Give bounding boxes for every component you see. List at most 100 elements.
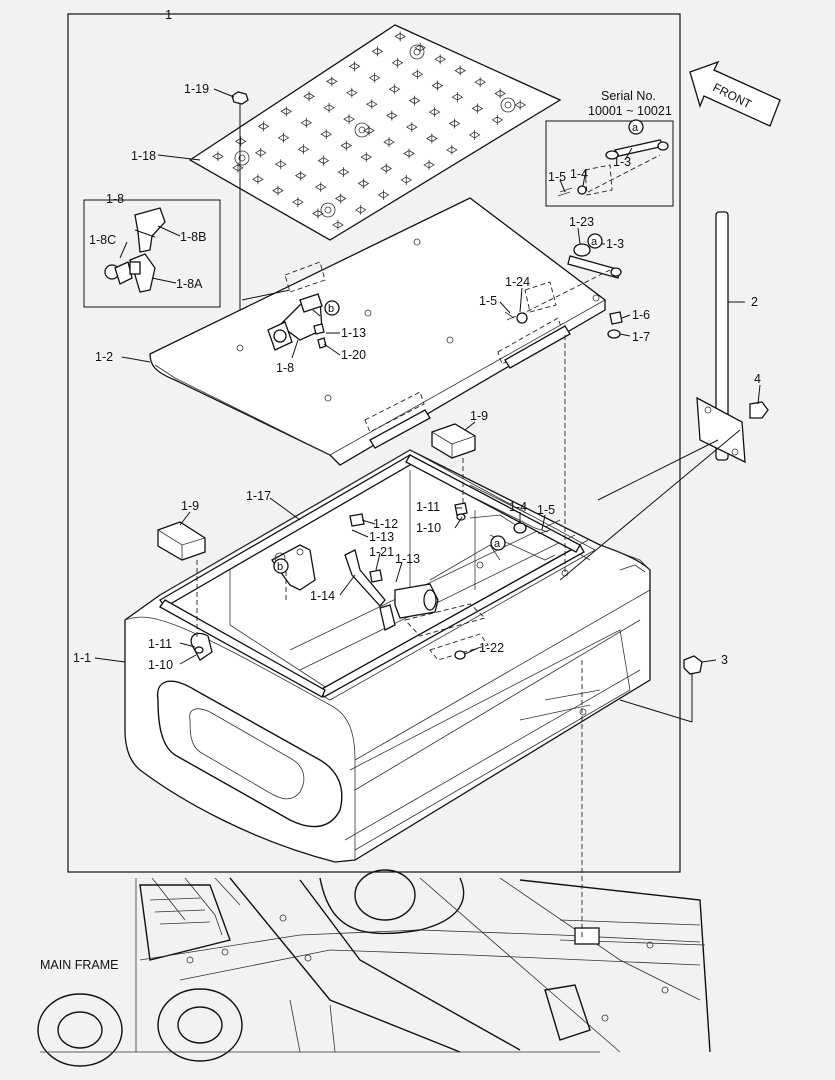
label-1-5-box: 1-5	[537, 503, 555, 517]
mat-slot	[323, 102, 335, 113]
mat-pattern	[212, 31, 526, 230]
mat-slot	[346, 87, 358, 98]
label-1-22: 1-22	[479, 641, 504, 655]
label-serial-line1: Serial No.	[601, 89, 656, 103]
mat-slot	[343, 114, 355, 125]
label-1-7: 1-7	[632, 330, 650, 344]
mat-slot	[451, 92, 464, 103]
mat-slot	[471, 103, 484, 114]
mark-b-box: b	[277, 561, 283, 573]
label-1-9-right: 1-9	[470, 409, 488, 423]
label-1-8-lid: 1-8	[276, 361, 294, 375]
mat-slot	[292, 197, 304, 208]
mat-slot	[272, 185, 284, 196]
label-1-10-rear: 1-10	[416, 521, 441, 535]
mat-slot	[426, 133, 438, 144]
mat-slot	[294, 170, 307, 181]
mat-slot	[312, 208, 324, 219]
label-1-20: 1-20	[341, 348, 366, 362]
serial-detail-inset	[545, 120, 674, 207]
mat-slot	[491, 114, 504, 125]
label-1-2: 1-2	[95, 350, 113, 364]
mat-slot	[468, 129, 481, 140]
mat-slot	[388, 84, 401, 95]
label-1-11-front: 1-11	[148, 637, 172, 651]
mat-slot	[300, 117, 313, 128]
callout-labels: 1 1-19 1-18 1-8 1-8C 1-8B 1-8A 1-13 1-20…	[40, 7, 761, 972]
mat-slot	[357, 178, 370, 189]
mat-slot	[494, 88, 506, 99]
label-1-8C: 1-8C	[89, 233, 116, 247]
mat-slot	[368, 72, 381, 83]
stay-rod	[504, 243, 622, 324]
front-arrow	[689, 60, 781, 127]
label-frame-1: 1	[165, 7, 172, 22]
label-1-19: 1-19	[184, 82, 209, 96]
bolt-1-19	[231, 91, 249, 345]
mat-slot	[332, 219, 344, 230]
mat-slot	[232, 162, 244, 173]
lid-panel	[149, 197, 606, 466]
label-main-frame: MAIN FRAME	[40, 958, 118, 972]
label-1-3-serial: 1-3	[613, 155, 631, 169]
mat-slot	[340, 140, 353, 151]
mat-slot	[377, 189, 390, 200]
label-1-13-lid: 1-13	[341, 326, 366, 340]
label-1-17: 1-17	[246, 489, 271, 503]
label-1-3-lid: 1-3	[606, 237, 624, 251]
mat-slot	[297, 144, 310, 155]
rubber-stop-right	[431, 423, 476, 459]
label-1-5-lid: 1-5	[479, 294, 497, 308]
mat-slot	[411, 69, 424, 80]
mat-slot	[366, 99, 378, 110]
mat-slot	[371, 46, 384, 57]
mat-slot	[383, 137, 395, 148]
leader-lines	[94, 88, 761, 940]
mat-slot	[408, 95, 421, 106]
mat-slot	[326, 76, 338, 87]
label-1-6: 1-6	[632, 308, 650, 322]
mat-slot	[280, 106, 293, 117]
mat-slot	[252, 174, 264, 185]
label-1-14: 1-14	[310, 589, 335, 603]
mat-slot	[254, 147, 267, 158]
mat-slot	[446, 144, 458, 155]
bolt-1-6	[607, 311, 623, 339]
mat-slot	[303, 91, 315, 102]
label-3: 3	[721, 653, 728, 667]
mat-slot	[380, 163, 393, 174]
label-1-12: 1-12	[373, 517, 398, 531]
mat-slot	[320, 129, 333, 140]
rear-hardware	[190, 502, 556, 661]
mark-a-box: a	[494, 538, 501, 550]
bolt-3	[683, 655, 703, 722]
label-1-4-serial: 1-4	[570, 167, 588, 181]
bolt-4	[749, 401, 769, 419]
label-4: 4	[754, 372, 761, 386]
label-1-18: 1-18	[131, 149, 156, 163]
label-1-13-actuator: 1-13	[395, 552, 420, 566]
mat-slot	[391, 57, 404, 68]
mat-slot	[274, 159, 287, 170]
mat-slot	[314, 182, 327, 193]
latch-assembly	[241, 289, 327, 351]
mat-slot	[257, 121, 270, 132]
post-2	[696, 211, 746, 464]
actuator-1-14	[344, 549, 489, 661]
mark-b-lid: b	[328, 303, 334, 315]
label-1-9-left: 1-9	[181, 499, 199, 513]
label-1-4-box: 1-4	[509, 500, 527, 514]
mat-slot	[337, 167, 350, 178]
frame-rails	[159, 454, 585, 698]
label-1-11-rear: 1-11	[416, 500, 440, 514]
label-1-23: 1-23	[569, 215, 594, 229]
label-1-10-front: 1-10	[148, 658, 173, 672]
mat-slot	[386, 110, 398, 121]
label-1-21: 1-21	[369, 545, 394, 559]
mat-slot	[400, 174, 413, 185]
mat-slot	[317, 155, 330, 166]
mat-slot	[354, 204, 367, 215]
mat-slot	[348, 61, 361, 72]
mat-slot	[212, 151, 224, 162]
